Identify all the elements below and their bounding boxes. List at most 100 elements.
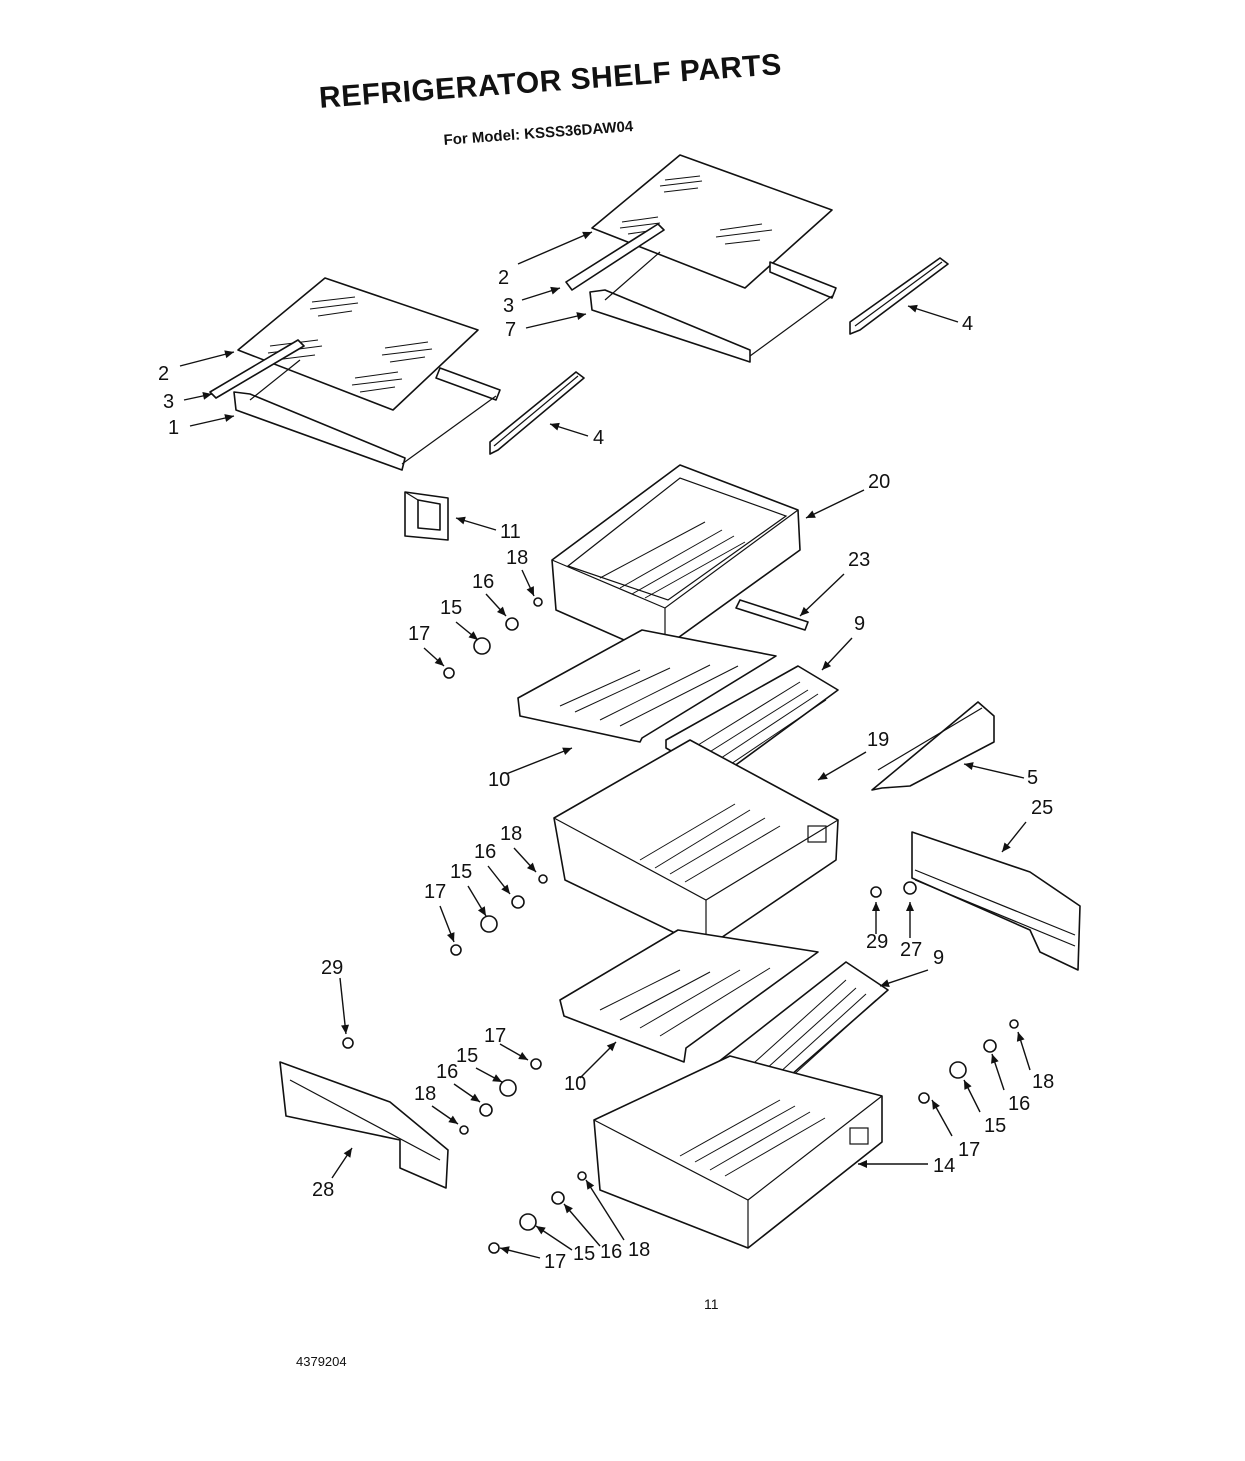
callout-arrow-10 <box>606 1042 616 1052</box>
callout-label-17: 17 <box>408 623 430 645</box>
callout-arrow-18 <box>448 1115 458 1124</box>
callout-arrow-23 <box>800 606 810 616</box>
callout-label-27: 27 <box>900 939 922 961</box>
callout-label-15: 15 <box>440 597 462 619</box>
callout-label-15: 15 <box>984 1115 1006 1137</box>
callout-leader-20 <box>805 489 865 519</box>
shelf-trim-4-right <box>849 257 949 335</box>
hardware-bottom <box>488 1171 587 1254</box>
callout-label-11: 11 <box>500 521 521 543</box>
callout-leader-5 <box>963 763 1025 779</box>
callout-label-2: 2 <box>498 267 509 289</box>
callout-label-18: 18 <box>506 547 528 569</box>
cover-10-lower <box>559 929 819 1063</box>
callout-leader-7 <box>525 313 587 329</box>
page-number: 11 <box>704 1296 719 1312</box>
callout-arrow-16 <box>564 1204 573 1214</box>
callout-label-10: 10 <box>488 769 510 791</box>
pan-14 <box>593 1055 883 1249</box>
callout-arrow-16 <box>470 1093 480 1102</box>
callout-arrow-15 <box>492 1074 502 1082</box>
callout-leader-16 <box>563 1203 601 1247</box>
shelf-frame-7-back <box>769 261 837 299</box>
callout-label-20: 20 <box>868 471 890 493</box>
callout-arrow-15 <box>536 1226 546 1235</box>
callout-arrow-16 <box>501 884 510 894</box>
callout-leader-23 <box>799 573 845 617</box>
callout-label-18: 18 <box>414 1083 436 1105</box>
callout-label-3: 3 <box>503 295 514 317</box>
bracket-25 <box>911 831 1081 971</box>
callout-label-15: 15 <box>456 1045 478 1067</box>
callout-leader-2 <box>179 351 235 367</box>
callout-label-18: 18 <box>1032 1071 1054 1093</box>
shelf-frame-1-back <box>435 367 501 401</box>
callout-arrow-15 <box>964 1080 972 1090</box>
callout-label-7: 7 <box>505 319 516 341</box>
callout-arrow-2 <box>224 350 234 359</box>
callout-arrow-15 <box>477 906 486 916</box>
callout-arrow-1 <box>224 414 234 422</box>
document-number: 4379204 <box>296 1354 347 1369</box>
hardware-upper-left <box>443 597 543 679</box>
callout-label-15: 15 <box>450 861 472 883</box>
shelf-frame-1-side <box>233 391 406 471</box>
callout-arrow-3 <box>550 286 560 295</box>
callout-label-28: 28 <box>312 1179 334 1201</box>
callout-arrow-11 <box>456 516 466 525</box>
upper-right-shelf-assembly <box>565 154 837 363</box>
callout-arrow-10 <box>562 747 572 756</box>
rod-23 <box>735 599 809 631</box>
callout-label-10: 10 <box>564 1073 586 1095</box>
shelf-rail-3-left <box>209 339 305 399</box>
callout-arrow-17 <box>434 657 444 666</box>
callout-arrow-17 <box>932 1100 940 1110</box>
callout-arrow-9 <box>880 979 890 987</box>
cover-10-middle <box>517 629 777 743</box>
callout-arrow-4 <box>908 304 918 313</box>
rail-5 <box>871 701 995 791</box>
callout-arrow-3 <box>202 391 212 400</box>
callout-leader-2 <box>517 231 593 265</box>
callout-arrow-14 <box>858 1160 867 1168</box>
callout-arrow-18 <box>586 1180 595 1190</box>
callout-label-9: 9 <box>933 947 944 969</box>
callout-label-29: 29 <box>866 931 888 953</box>
callout-arrow-5 <box>964 762 974 770</box>
callout-label-4: 4 <box>962 313 973 335</box>
callout-label-23: 23 <box>848 549 870 571</box>
callout-label-2: 2 <box>158 363 169 385</box>
callout-label-4: 4 <box>593 427 604 449</box>
callout-label-16: 16 <box>1008 1093 1030 1115</box>
callout-label-16: 16 <box>436 1061 458 1083</box>
callout-label-19: 19 <box>867 729 889 751</box>
callout-arrow-28 <box>343 1148 352 1158</box>
glass-shelf-2-left <box>237 277 479 411</box>
pan-20 <box>551 464 801 659</box>
hardware-lower-left <box>342 1037 542 1135</box>
callout-label-17: 17 <box>424 881 446 903</box>
callout-arrow-29 <box>872 902 880 911</box>
pan-19 <box>553 739 839 949</box>
callout-label-9: 9 <box>854 613 865 635</box>
bracket-28 <box>279 1061 449 1189</box>
callout-label-16: 16 <box>600 1241 622 1263</box>
shelf-trim-4-left <box>489 371 585 455</box>
callout-arrow-17 <box>500 1246 510 1255</box>
callout-label-16: 16 <box>472 571 494 593</box>
callout-arrow-18 <box>526 862 536 872</box>
callout-label-3: 3 <box>163 391 174 413</box>
callout-arrow-16 <box>991 1054 999 1064</box>
callout-arrow-17 <box>518 1052 528 1060</box>
callout-arrow-4 <box>550 422 560 431</box>
callout-arrow-16 <box>496 606 506 616</box>
callout-leader-18 <box>585 1179 625 1241</box>
callout-arrow-17 <box>447 932 455 942</box>
callout-label-16: 16 <box>474 841 496 863</box>
bracket-11 <box>404 491 449 541</box>
callout-arrow-18 <box>1016 1032 1025 1042</box>
shelf-rail-3-right <box>565 223 665 291</box>
callout-arrow-25 <box>1002 842 1011 852</box>
callout-leader-19 <box>817 751 867 781</box>
